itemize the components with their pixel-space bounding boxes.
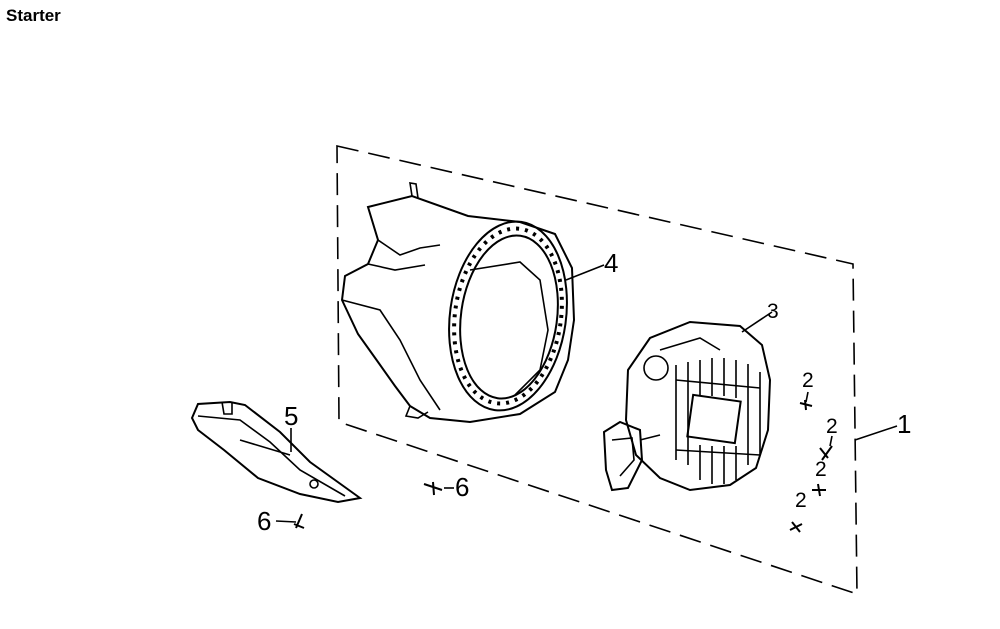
leader-line-3 xyxy=(741,311,773,333)
leader-line-1 xyxy=(854,425,898,441)
leader-line-4 xyxy=(565,264,605,281)
page-title: Starter xyxy=(6,6,61,25)
bolt-2-upper xyxy=(799,399,813,411)
fan-cover-part xyxy=(340,182,576,424)
bolt-2-right xyxy=(819,445,833,461)
callout-6-left: 6 xyxy=(257,506,271,536)
bracket-part xyxy=(190,400,363,504)
bolt-6-center xyxy=(423,481,443,496)
callout-5: 5 xyxy=(284,401,298,431)
callout-3: 3 xyxy=(767,300,779,323)
callout-1: 1 xyxy=(897,409,911,439)
leader-line-2-right xyxy=(829,435,833,447)
bolt-2-lower xyxy=(789,521,803,533)
callout-2-upper: 2 xyxy=(802,369,814,392)
leader-line-2-upper xyxy=(805,391,809,403)
bolt-2-middle xyxy=(812,483,826,497)
callout-6-center: 6 xyxy=(455,472,469,502)
assembly-boundary xyxy=(336,144,858,596)
callout-2-right: 2 xyxy=(826,415,838,438)
leader-line-6-left xyxy=(275,520,297,523)
callout-2-middle: 2 xyxy=(815,458,827,481)
bolt-6-left xyxy=(293,513,305,529)
callout-2-lower: 2 xyxy=(795,489,807,512)
callout-4: 4 xyxy=(604,248,618,278)
recoil-starter-part xyxy=(602,320,772,492)
